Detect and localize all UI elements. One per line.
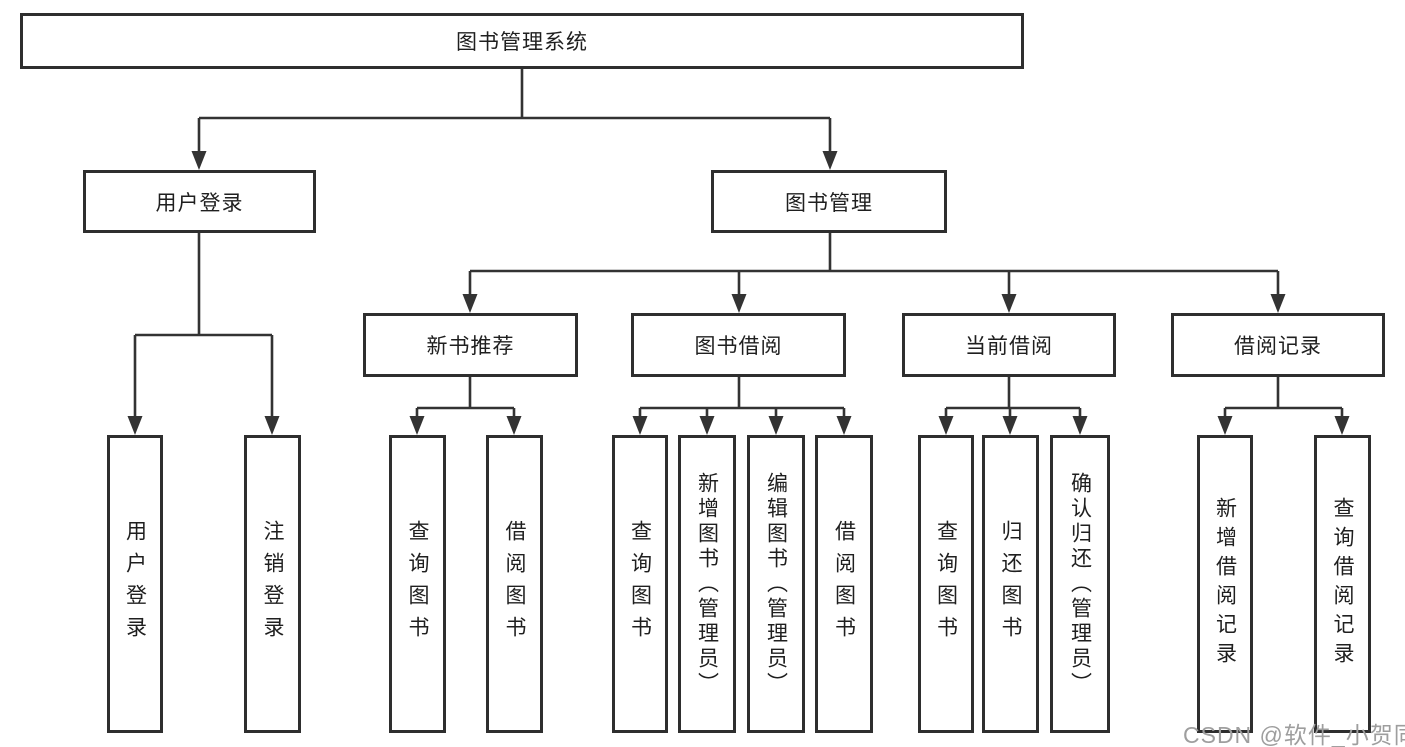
leaf-add-books-admin-label: 新增图书（管理员） xyxy=(695,471,719,697)
leaf-borrow-books-1-label: 借阅图书 xyxy=(503,520,526,648)
node-user-login-label: 用户登录 xyxy=(155,191,244,215)
arrowhead xyxy=(1217,416,1233,435)
node-book-management-label: 图书管理 xyxy=(785,191,873,215)
connector-new-book-recommend-to-leaves xyxy=(415,377,516,417)
arrowhead xyxy=(462,294,478,313)
node-borrowing-records-label: 借阅记录 xyxy=(1234,335,1322,358)
leaf-edit-books-admin-label: 编辑图书（管理员） xyxy=(764,471,788,697)
node-borrowing-records: 借阅记录 xyxy=(1171,313,1385,377)
arrowhead xyxy=(822,151,838,170)
leaf-add-borrow-record: 新增借阅记录 xyxy=(1197,435,1253,733)
node-user-login: 用户登录 xyxy=(83,170,316,233)
connector-user-login-to-leaves xyxy=(133,233,274,417)
arrowhead xyxy=(632,416,648,435)
leaf-confirm-return-admin-label: 确认归还（管理员） xyxy=(1068,471,1092,697)
connector-book-management-to-level3 xyxy=(468,233,1280,295)
arrowhead xyxy=(264,416,280,435)
leaf-return-books-label: 归还图书 xyxy=(999,520,1022,648)
node-book-borrowing-label: 图书借阅 xyxy=(694,335,783,358)
arrowhead xyxy=(731,294,747,313)
leaf-query-borrow-record: 查询借阅记录 xyxy=(1314,435,1371,733)
leaf-logout: 注销登录 xyxy=(244,435,301,733)
arrowhead xyxy=(836,416,852,435)
connector-book-borrowing-to-leaves xyxy=(638,377,846,417)
leaf-user-login-label: 用户登录 xyxy=(123,520,147,648)
node-book-borrowing: 图书借阅 xyxy=(631,313,846,377)
leaf-add-borrow-record-label: 新增借阅记录 xyxy=(1213,497,1237,671)
leaf-confirm-return-admin: 确认归还（管理员） xyxy=(1050,435,1110,733)
leaf-query-books-3: 查询图书 xyxy=(918,435,974,733)
connector-current-borrowing-to-leaves xyxy=(944,377,1082,417)
leaf-borrow-books-2-label: 借阅图书 xyxy=(832,520,856,648)
arrowhead xyxy=(1002,416,1018,435)
leaf-borrow-books-1: 借阅图书 xyxy=(486,435,543,733)
node-root: 图书管理系统 xyxy=(20,13,1024,69)
leaf-add-books-admin: 新增图书（管理员） xyxy=(678,435,736,733)
leaf-query-books-1: 查询图书 xyxy=(389,435,446,733)
connector-root-to-level2 xyxy=(197,69,832,152)
node-new-book-recommend-label: 新书推荐 xyxy=(426,335,515,358)
node-new-book-recommend: 新书推荐 xyxy=(363,313,578,377)
connector-borrowing-records-to-leaves xyxy=(1223,377,1344,417)
csdn-watermark: CSDN @软件_小贺同学 xyxy=(1183,722,1405,747)
leaf-query-borrow-record-label: 查询借阅记录 xyxy=(1331,497,1354,671)
arrowhead xyxy=(938,416,954,435)
arrowhead xyxy=(1001,294,1017,313)
leaf-logout-label: 注销登录 xyxy=(261,520,284,648)
arrowhead xyxy=(506,416,522,435)
leaf-query-books-1-label: 查询图书 xyxy=(406,520,429,648)
arrowhead xyxy=(127,416,143,435)
arrowhead xyxy=(1334,416,1350,435)
arrowhead xyxy=(768,416,784,435)
arrowhead xyxy=(191,151,207,170)
node-current-borrowing-label: 当前借阅 xyxy=(965,335,1053,358)
node-current-borrowing: 当前借阅 xyxy=(902,313,1116,377)
arrowhead xyxy=(1270,294,1286,313)
leaf-borrow-books-2: 借阅图书 xyxy=(815,435,873,733)
arrowhead xyxy=(409,416,425,435)
leaf-query-books-2-label: 查询图书 xyxy=(628,520,652,648)
leaf-query-books-3-label: 查询图书 xyxy=(934,520,958,648)
leaf-edit-books-admin: 编辑图书（管理员） xyxy=(747,435,805,733)
leaf-query-books-2: 查询图书 xyxy=(612,435,668,733)
leaf-user-login: 用户登录 xyxy=(107,435,163,733)
leaf-return-books: 归还图书 xyxy=(982,435,1039,733)
arrowhead xyxy=(1072,416,1088,435)
node-book-management: 图书管理 xyxy=(711,170,947,233)
arrowhead xyxy=(699,416,715,435)
node-root-label: 图书管理系统 xyxy=(456,31,588,54)
